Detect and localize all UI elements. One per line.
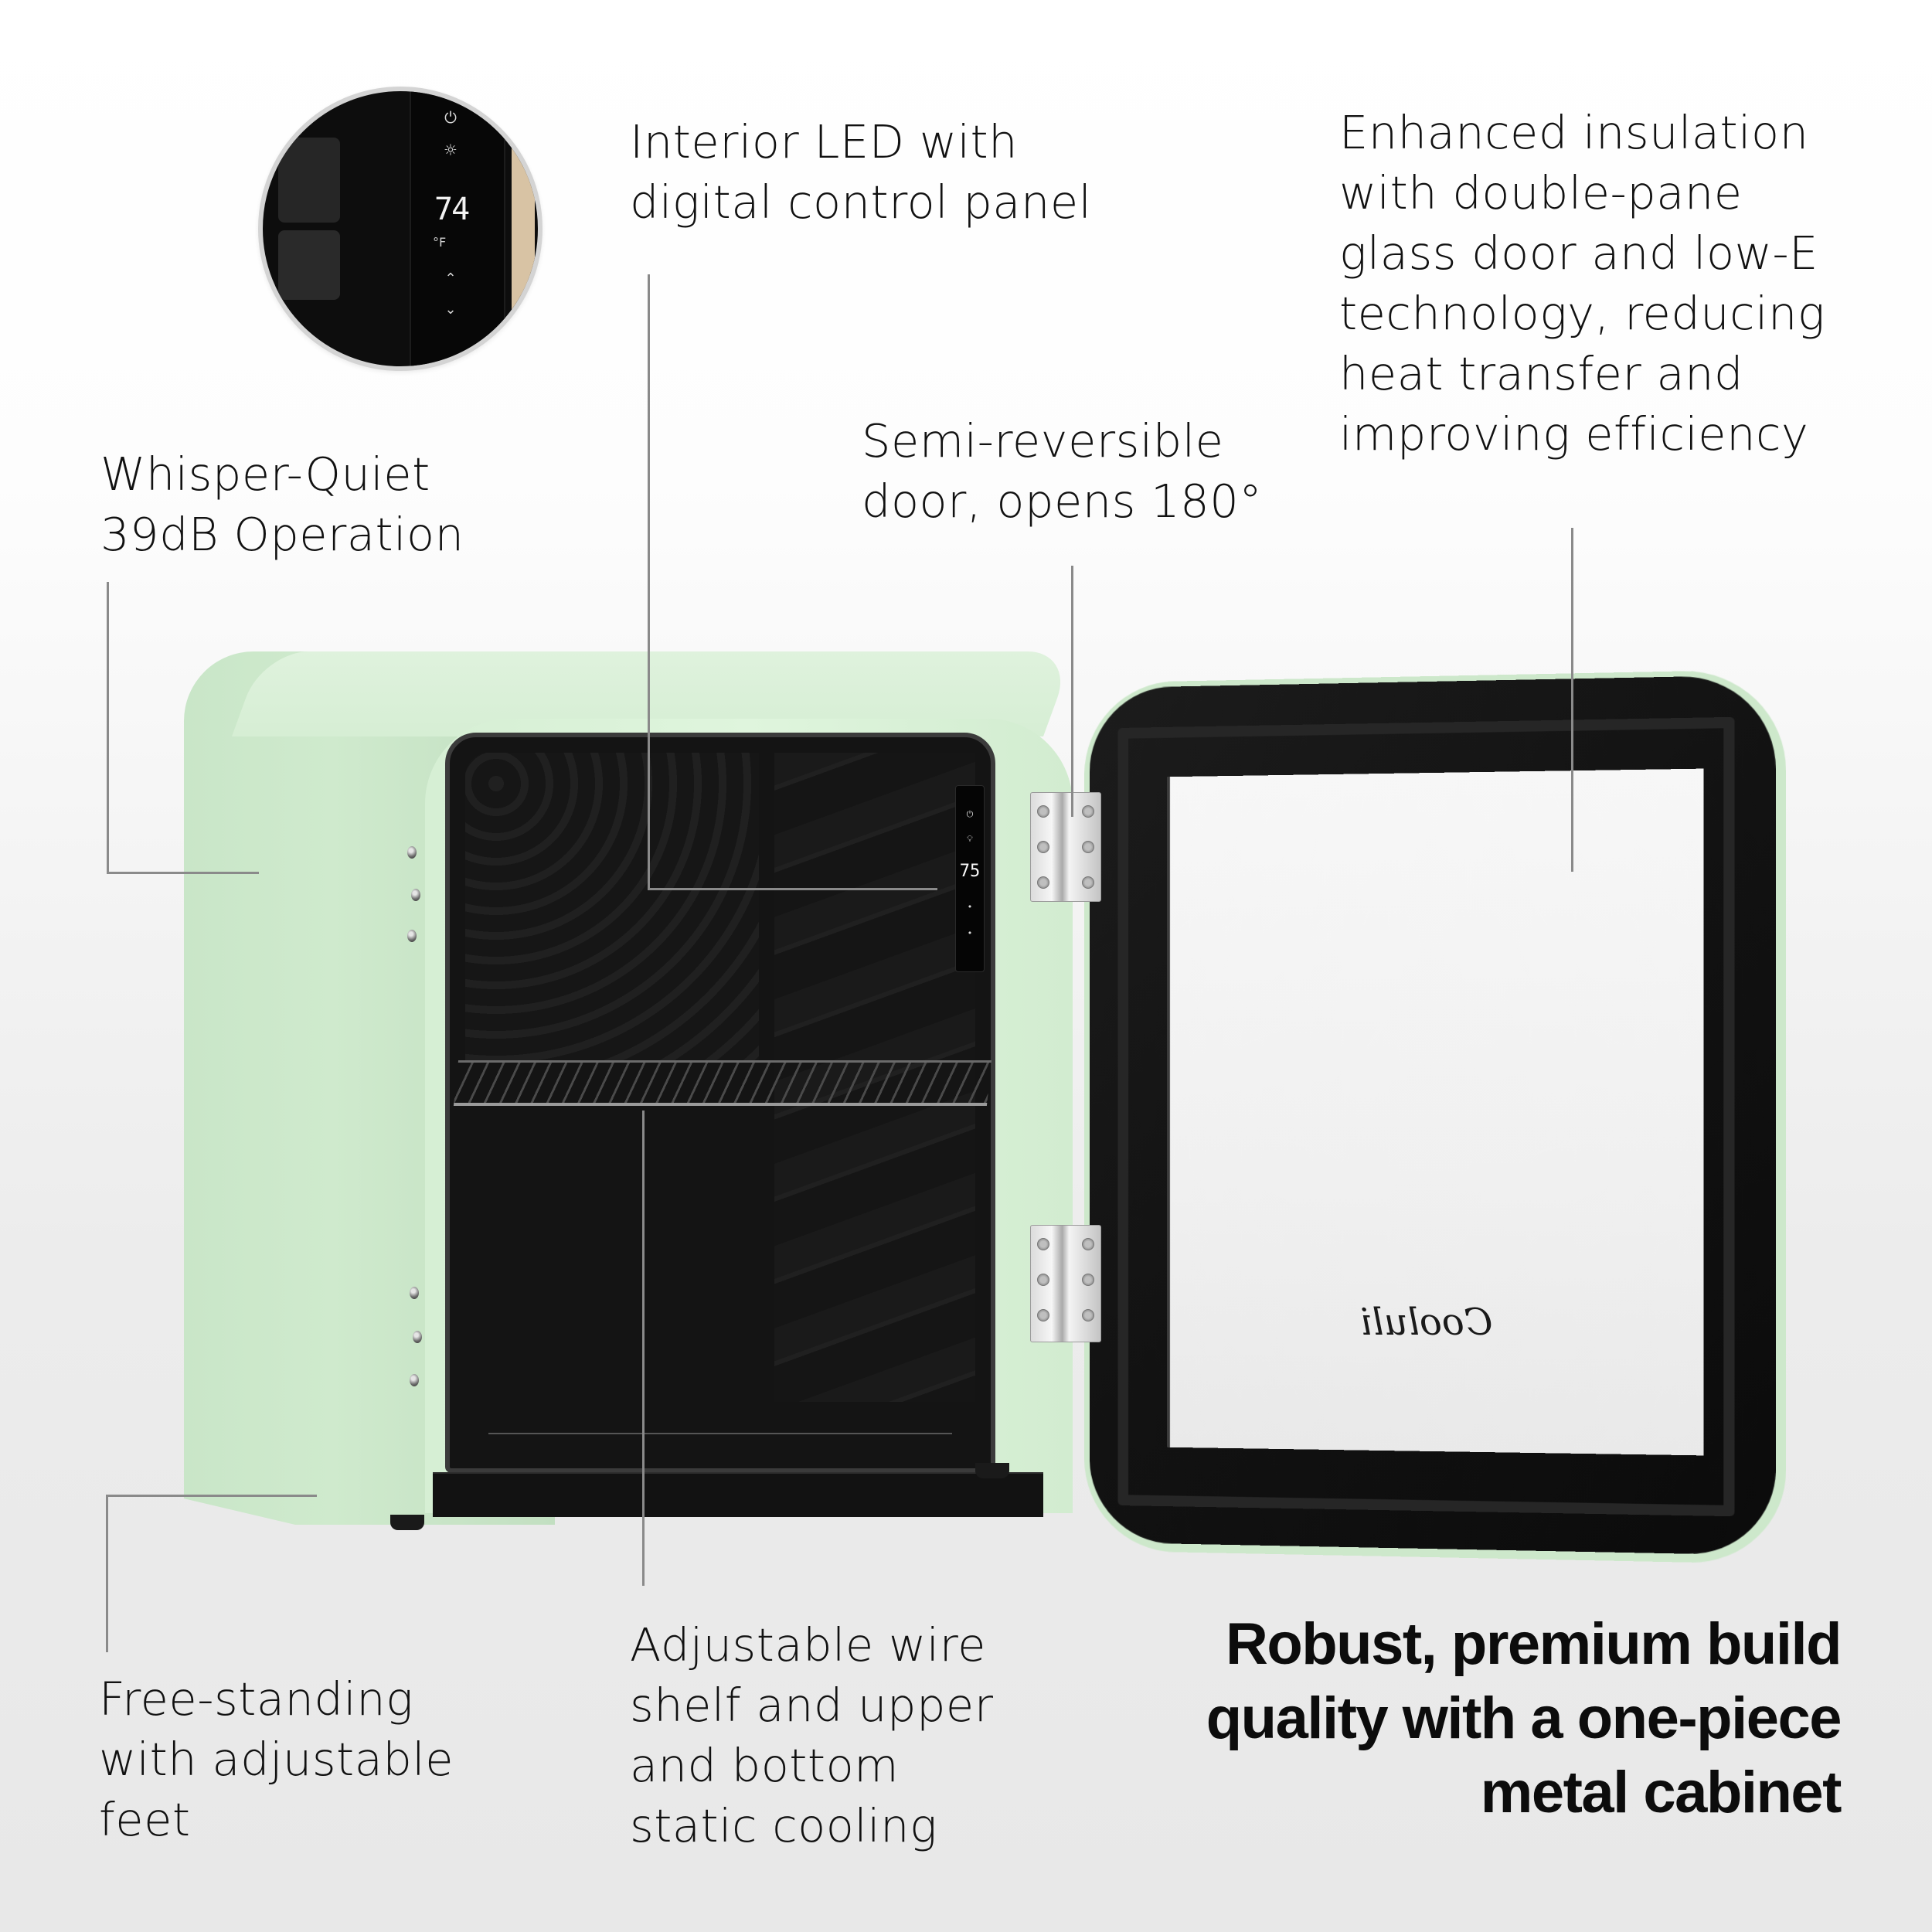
callout-line: technology, reducing: [1339, 287, 1825, 340]
rivet-icon: [411, 889, 420, 901]
wire-shelf: [453, 1060, 992, 1106]
adjustable-foot: [975, 1463, 1009, 1478]
interior-floor-edge: [488, 1433, 952, 1434]
leader-line-reversible-door: [1071, 566, 1073, 817]
interior-rib: [278, 230, 340, 300]
screw-icon: [1082, 876, 1094, 889]
screw-icon: [1037, 1238, 1049, 1250]
callout-line: digital control panel: [630, 175, 1092, 229]
chevron-up-icon[interactable]: ⌃: [444, 270, 457, 287]
wood-trim: [512, 114, 535, 315]
callout-whisper-quiet: Whisper-Quiet 39dB Operation: [100, 444, 464, 565]
screw-icon: [1037, 841, 1049, 853]
callout-line: with double-pane: [1339, 166, 1743, 219]
callout-insulation: Enhanced insulation with double-pane gla…: [1339, 103, 1825, 464]
fridge-interior: ⏻ 💡︎ 75 • •: [445, 733, 995, 1473]
interior-temperature-display: 75: [959, 862, 981, 881]
double-pane-glass: [1167, 768, 1704, 1456]
screw-icon: [1082, 1238, 1094, 1250]
callout-line: with adjustable: [99, 1733, 454, 1786]
screw-icon: [1082, 805, 1094, 818]
power-icon[interactable]: ⏻: [966, 809, 974, 819]
callout-line: 39dB Operation: [100, 508, 464, 561]
leader-line-wire-shelf: [642, 1111, 645, 1586]
adjustable-foot: [390, 1515, 424, 1530]
control-panel-inset: ⏻ ☼ 74 °F ⌃ ⌄: [258, 87, 543, 371]
callout-line: Adjustable wire: [630, 1618, 986, 1672]
screw-icon: [1037, 1274, 1049, 1286]
callout-interior-led: Interior LED with digital control panel: [630, 112, 1092, 233]
callout-line: shelf and upper: [630, 1679, 994, 1732]
screw-icon: [1082, 1274, 1094, 1286]
callout-free-standing: Free-standing with adjustable feet: [99, 1669, 454, 1850]
callout-line: and bottom: [630, 1739, 900, 1792]
headline-line: Robust, premium build: [1225, 1611, 1842, 1677]
rivet-icon: [410, 1374, 419, 1386]
interior-rib: [278, 138, 340, 223]
lightbulb-icon[interactable]: ☼: [444, 141, 457, 159]
lightbulb-icon[interactable]: 💡︎: [967, 834, 973, 844]
upper-hinge: [1030, 792, 1101, 902]
chevron-up-icon[interactable]: •: [967, 902, 973, 912]
screw-icon: [1037, 805, 1049, 818]
callout-reversible-door: Semi-reversible door, opens 180°: [862, 411, 1262, 532]
evaporator-back-wall: [465, 753, 759, 1062]
callout-line: static cooling: [630, 1799, 937, 1852]
brand-logo: Cooluli: [1360, 1301, 1493, 1344]
headline-line: quality with a one-piece: [1206, 1685, 1842, 1751]
headline: Robust, premium build quality with a one…: [1206, 1607, 1842, 1830]
rivet-icon: [407, 846, 417, 859]
callout-line: heat transfer and: [1339, 347, 1743, 400]
screw-icon: [1037, 1309, 1049, 1321]
leader-line-interior-led: [648, 888, 937, 890]
screw-icon: [1082, 1309, 1094, 1321]
screw-icon: [1082, 841, 1094, 853]
leader-line-free-standing: [106, 1495, 108, 1652]
temperature-display: 74: [434, 192, 470, 227]
callout-wire-shelf: Adjustable wire shelf and upper and bott…: [630, 1615, 993, 1856]
power-icon[interactable]: ⏻: [444, 108, 457, 127]
interior-control-panel[interactable]: ⏻ 💡︎ 75 • •: [955, 785, 985, 972]
lower-hinge: [1030, 1225, 1101, 1342]
callout-line: Whisper-Quiet: [100, 447, 430, 501]
callout-line: Free-standing: [99, 1672, 414, 1726]
headline-line: metal cabinet: [1480, 1760, 1842, 1825]
screw-icon: [1037, 876, 1049, 889]
leader-line-insulation: [1571, 528, 1573, 872]
rivet-icon: [413, 1331, 422, 1343]
callout-line: Semi-reversible: [862, 414, 1224, 468]
chevron-down-icon[interactable]: ⌄: [444, 301, 457, 318]
control-panel-strip: [410, 91, 505, 366]
chevron-down-icon[interactable]: •: [967, 928, 973, 938]
callout-line: feet: [99, 1793, 191, 1846]
temperature-unit: °F: [433, 235, 447, 250]
callout-line: Interior LED with: [630, 115, 1018, 168]
leader-line-whisper-quiet: [107, 872, 259, 874]
callout-line: Enhanced insulation: [1339, 106, 1809, 159]
leader-line-interior-led: [648, 274, 650, 889]
callout-line: improving efficiency: [1339, 407, 1809, 461]
callout-line: glass door and low-E: [1339, 226, 1818, 280]
cabinet-base-plinth: [433, 1472, 1043, 1517]
leader-line-whisper-quiet: [107, 582, 109, 874]
callout-line: door, opens 180°: [862, 474, 1263, 528]
rivet-icon: [407, 930, 417, 942]
rivet-icon: [410, 1287, 419, 1299]
leader-line-free-standing: [106, 1495, 317, 1497]
